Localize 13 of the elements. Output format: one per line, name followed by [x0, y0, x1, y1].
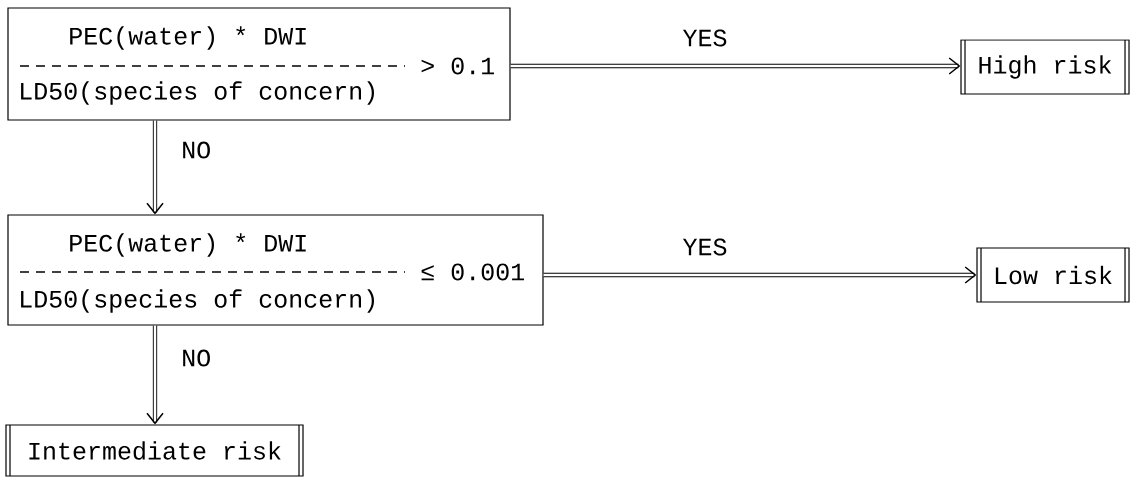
- double-arrow: [146, 120, 164, 215]
- edge-label: YES: [682, 29, 727, 47]
- edge-label: NO: [183, 349, 210, 367]
- decision-box: PEC(water) * DWI > 0.1 LD50(species of concern): [7, 7, 511, 121]
- outcome-box: Low risk: [976, 247, 1130, 303]
- double-arrow: [543, 266, 977, 284]
- double-arrow: [510, 57, 961, 75]
- outcome-box: Intermediate risk: [5, 424, 304, 477]
- edge-label: NO: [183, 141, 210, 159]
- outcome-box: High risk: [960, 39, 1130, 95]
- edge-label: YES: [682, 238, 727, 256]
- decision-box: PEC(water) * DWI ≤ 0.001 LD50(species of concern): [7, 214, 544, 326]
- double-arrow: [146, 325, 164, 425]
